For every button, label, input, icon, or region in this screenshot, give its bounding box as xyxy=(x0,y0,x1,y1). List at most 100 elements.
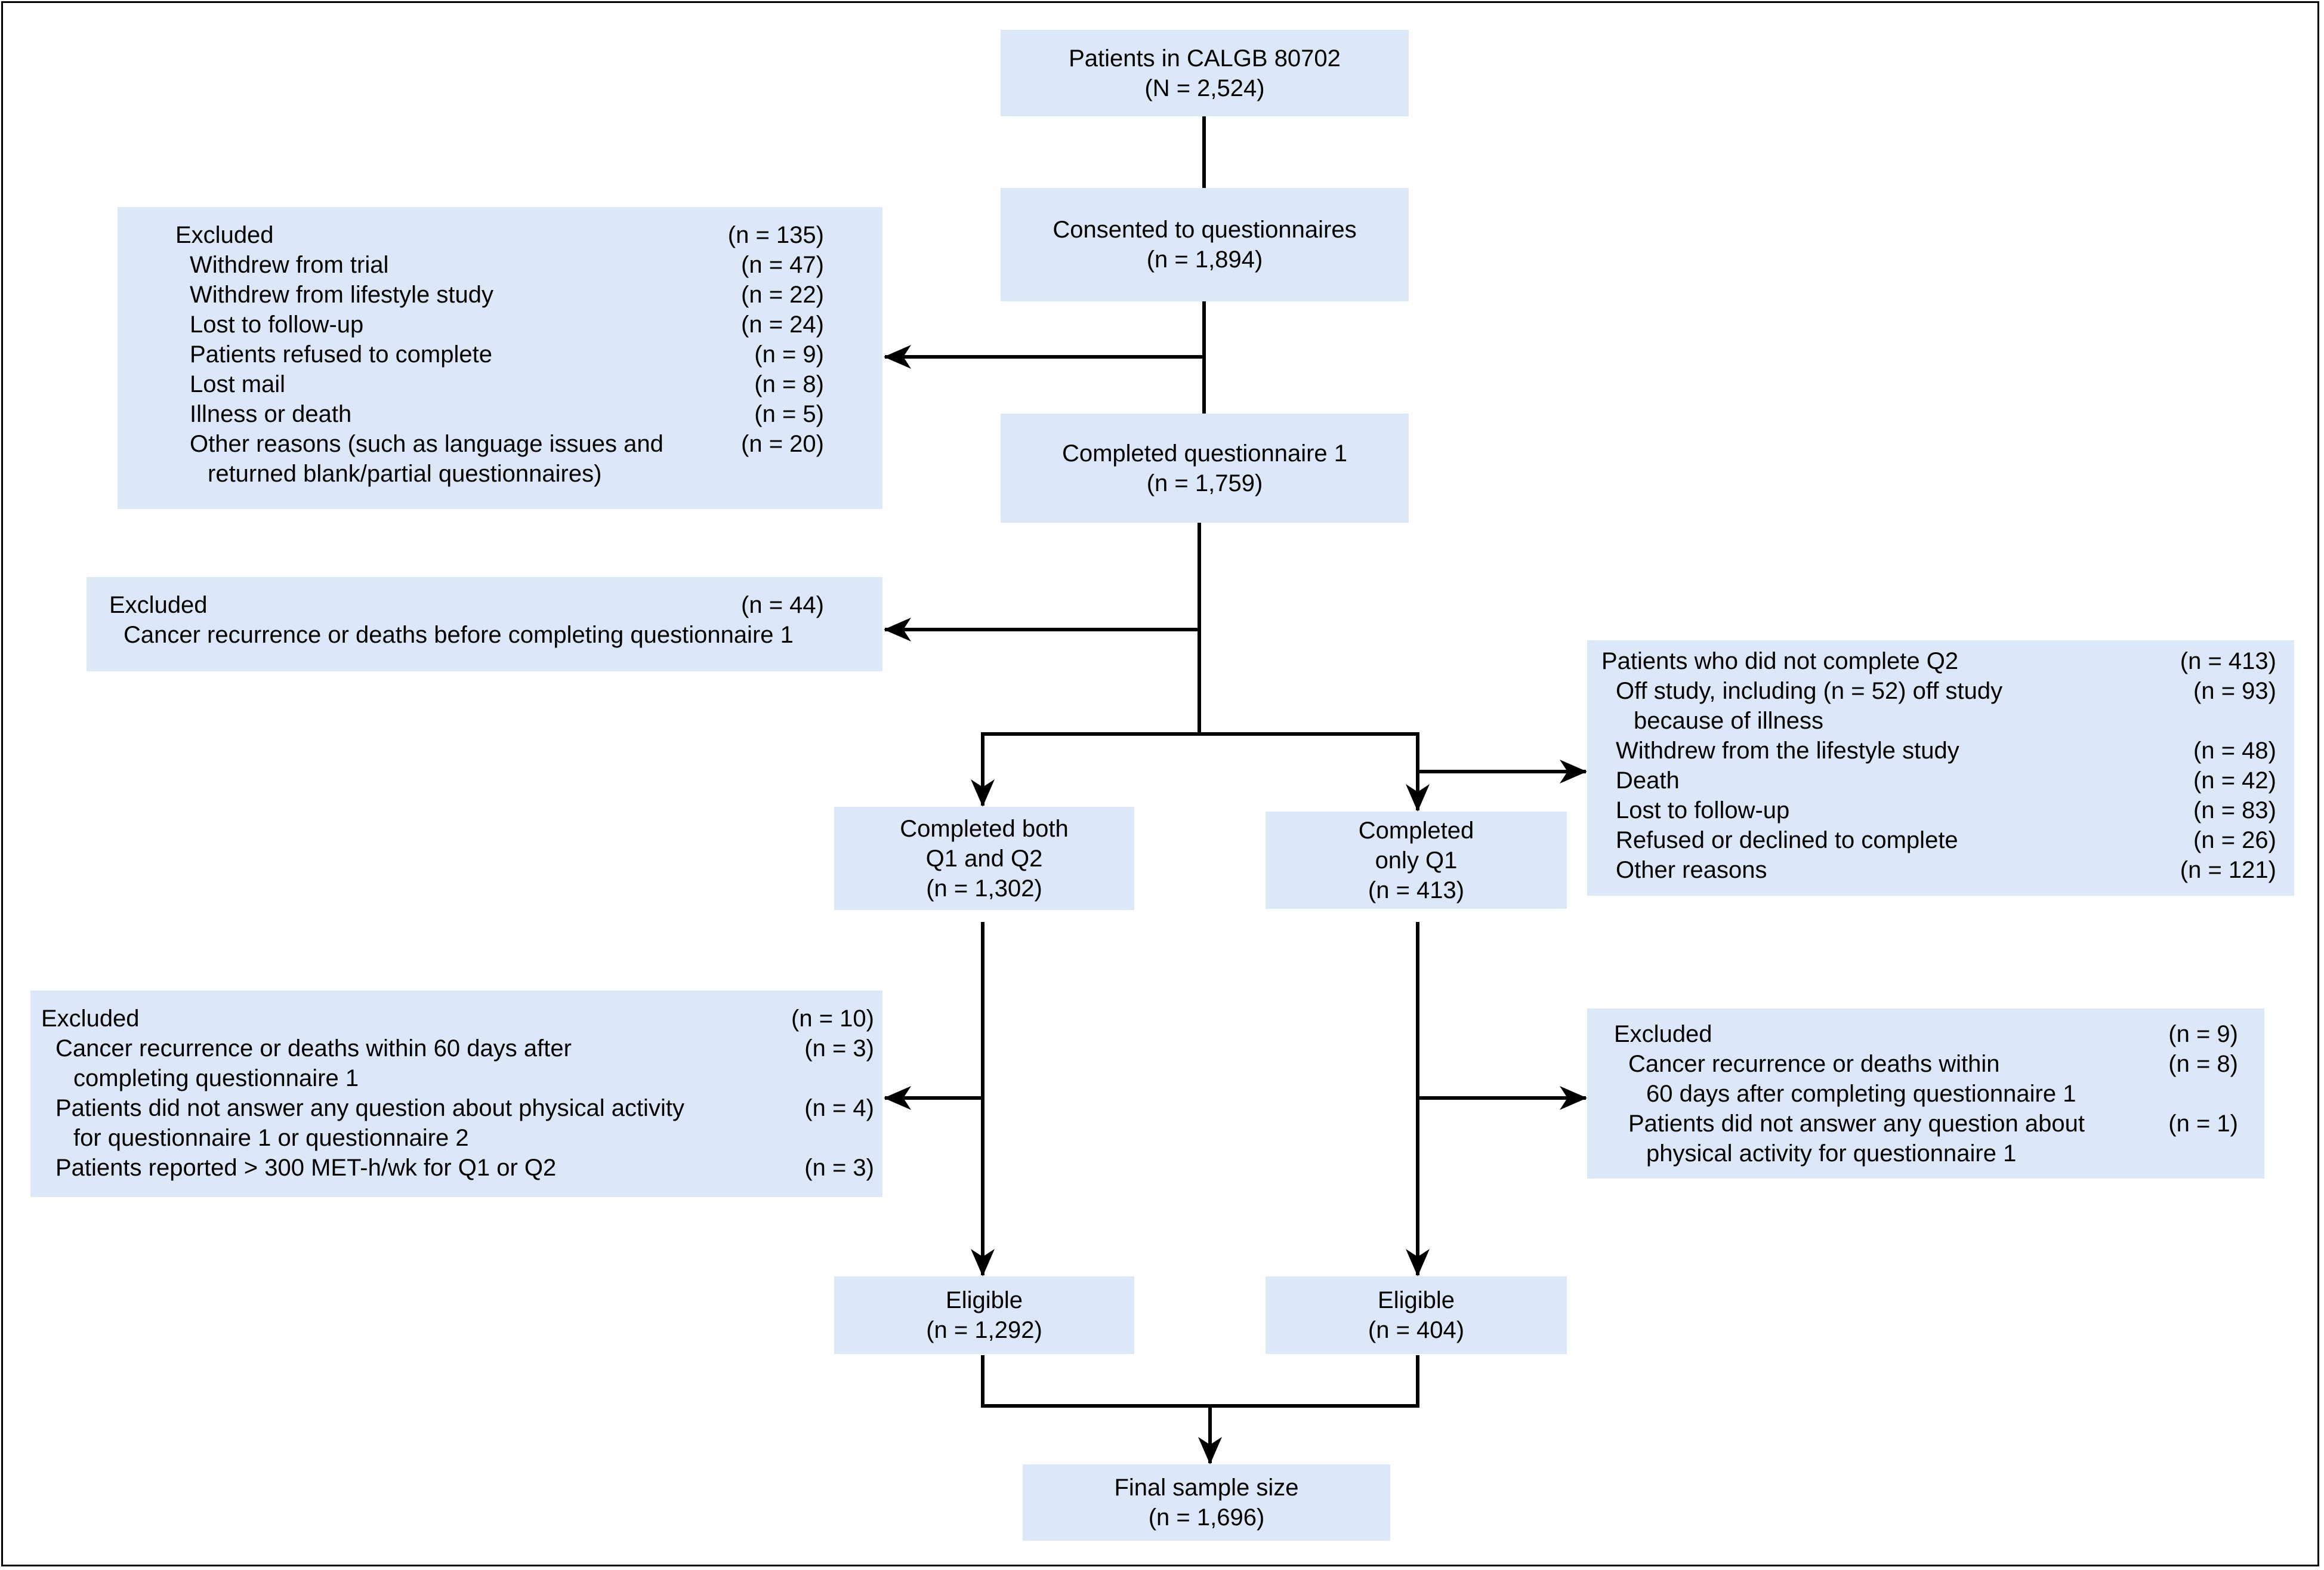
not-complete-q2-row-continuation: because of illness xyxy=(1601,706,2276,736)
eligible-left-box: Eligible (n = 1,292) xyxy=(834,1276,1134,1354)
excluded-left-header-label: Excluded xyxy=(41,1005,140,1032)
excluded-2-row-label: Cancer recurrence or deaths before compl… xyxy=(124,622,794,648)
excluded-right-header: Excluded (n = 9) xyxy=(1614,1019,2238,1049)
excluded-left-box: Excluded (n = 10) Cancer recurrence or d… xyxy=(30,991,882,1197)
excluded-1-row-label: Patients refused to complete xyxy=(190,341,492,368)
not-complete-q2-row-label: Lost to follow-up xyxy=(1616,797,1790,823)
excluded-left-row-label: Patients reported > 300 MET-h/wk for Q1 … xyxy=(55,1155,557,1181)
not-complete-q2-row: Refused or declined to complete (n = 26) xyxy=(1601,825,2276,855)
consented-box: Consented to questionnaires (n = 1,894) xyxy=(1001,188,1409,301)
excluded-left-row-continuation-label: for questionnaire 1 or questionnaire 2 xyxy=(73,1125,469,1151)
excluded-box-1: Excluded (n = 135) Withdrew from trial (… xyxy=(118,207,882,509)
not-complete-q2-row-count: (n = 26) xyxy=(2193,827,2276,853)
excluded-2-header: Excluded (n = 44) xyxy=(109,590,824,620)
excluded-right-header-count: (n = 9) xyxy=(2168,1021,2238,1047)
excluded-1-row-count: (n = 20) xyxy=(741,431,824,457)
excluded-left-row-continuation: for questionnaire 1 or questionnaire 2 xyxy=(41,1123,874,1153)
final-title: Final sample size xyxy=(1114,1475,1299,1501)
consented-title: Consented to questionnaires xyxy=(1053,217,1357,243)
final-count: (n = 1,696) xyxy=(1148,1504,1265,1531)
excluded-1-row: Withdrew from lifestyle study (n = 22) xyxy=(175,280,824,310)
excluded-right-row: Patients did not answer any question abo… xyxy=(1614,1109,2238,1139)
excluded-1-row-label: Illness or death xyxy=(190,401,352,427)
consented-count: (n = 1,894) xyxy=(1146,246,1263,273)
not-complete-q2-row-count: (n = 48) xyxy=(2193,738,2276,764)
enrolled-count: (N = 2,524) xyxy=(1144,75,1265,101)
excluded-1-row: Other reasons (such as language issues a… xyxy=(175,429,824,459)
excluded-1-row-count: (n = 9) xyxy=(754,341,824,368)
excluded-2-header-count: (n = 44) xyxy=(741,592,824,618)
not-complete-q2-header-label: Patients who did not complete Q2 xyxy=(1601,648,1959,674)
not-complete-q2-row-label: Off study, including (n = 52) off study xyxy=(1616,678,2003,704)
completed-both-line1: Completed both xyxy=(900,815,1069,842)
excluded-right-header-label: Excluded xyxy=(1614,1021,1712,1047)
excluded-right-row-count: (n = 1) xyxy=(2168,1111,2238,1137)
not-complete-q2-row-count: (n = 93) xyxy=(2193,678,2276,704)
only-q1-count: (n = 413) xyxy=(1368,877,1465,903)
excluded-right-row-continuation-label: physical activity for questionnaire 1 xyxy=(1646,1140,2017,1167)
completed-q1-title: Completed questionnaire 1 xyxy=(1061,440,1348,467)
excluded-right-row-label: Cancer recurrence or deaths within xyxy=(1628,1051,2000,1077)
not-complete-q2-row: Off study, including (n = 52) off study … xyxy=(1601,676,2276,706)
excluded-1-row-continuation-label: returned blank/partial questionnaires) xyxy=(208,461,602,487)
excluded-left-header: Excluded (n = 10) xyxy=(41,1004,874,1034)
completed-both-box: Completed both Q1 and Q2 (n = 1,302) xyxy=(834,807,1134,910)
final-sample-box: Final sample size (n = 1,696) xyxy=(1023,1464,1390,1541)
only-q1-line1: Completed xyxy=(1358,817,1474,844)
eligible-left-title: Eligible xyxy=(946,1287,1023,1313)
excluded-1-row: Patients refused to complete (n = 9) xyxy=(175,340,824,369)
not-complete-q2-row: Death (n = 42) xyxy=(1601,766,2276,795)
excluded-right-row-continuation-label: 60 days after completing questionnaire 1 xyxy=(1646,1081,2076,1107)
not-complete-q2-row-label: Death xyxy=(1616,767,1680,794)
excluded-right-row: Cancer recurrence or deaths within (n = … xyxy=(1614,1049,2238,1079)
excluded-1-row: Lost mail (n = 8) xyxy=(175,369,824,399)
excluded-1-row-count: (n = 22) xyxy=(741,282,824,308)
excluded-1-row: Lost to follow-up (n = 24) xyxy=(175,310,824,340)
excluded-left-row-continuation-label: completing questionnaire 1 xyxy=(73,1065,359,1091)
not-complete-q2-row-count: (n = 121) xyxy=(2180,857,2276,883)
excluded-1-header-label: Excluded xyxy=(175,222,274,248)
excluded-right-row-label: Patients did not answer any question abo… xyxy=(1628,1111,2085,1137)
enrolled-title: Patients in CALGB 80702 xyxy=(1069,45,1341,72)
only-q1-line2: only Q1 xyxy=(1375,847,1458,874)
excluded-left-row: Cancer recurrence or deaths within 60 da… xyxy=(41,1034,874,1063)
eligible-right-box: Eligible (n = 404) xyxy=(1266,1276,1567,1354)
excluded-1-row-count: (n = 5) xyxy=(754,401,824,427)
excluded-2-header-label: Excluded xyxy=(109,592,208,618)
completed-both-line2: Q1 and Q2 xyxy=(925,845,1043,872)
completed-only-q1-box: Completed only Q1 (n = 413) xyxy=(1266,812,1567,909)
excluded-1-row-label: Withdrew from lifestyle study xyxy=(190,282,494,308)
not-complete-q2-row-count: (n = 42) xyxy=(2193,767,2276,794)
excluded-1-row-label: Other reasons (such as language issues a… xyxy=(190,431,663,457)
not-complete-q2-header-count: (n = 413) xyxy=(2180,648,2276,674)
eligible-right-title: Eligible xyxy=(1378,1287,1455,1313)
not-complete-q2-row-continuation-label: because of illness xyxy=(1634,708,1823,734)
excluded-left-row-label: Patients did not answer any question abo… xyxy=(55,1095,684,1121)
eligible-right-count: (n = 404) xyxy=(1368,1317,1465,1343)
completed-q1-count: (n = 1,759) xyxy=(1146,470,1263,496)
not-complete-q2-box: Patients who did not complete Q2 (n = 41… xyxy=(1587,640,2294,896)
not-complete-q2-header: Patients who did not complete Q2 (n = 41… xyxy=(1601,646,2276,676)
excluded-1-header: Excluded (n = 135) xyxy=(175,220,824,250)
excluded-left-row: Patients reported > 300 MET-h/wk for Q1 … xyxy=(41,1153,874,1183)
excluded-right-row-continuation: physical activity for questionnaire 1 xyxy=(1614,1139,2238,1168)
enrolled-box: Patients in CALGB 80702 (N = 2,524) xyxy=(1001,30,1409,116)
excluded-box-2: Excluded (n = 44) Cancer recurrence or d… xyxy=(87,577,882,671)
excluded-right-row-continuation: 60 days after completing questionnaire 1 xyxy=(1614,1079,2238,1109)
excluded-left-row-count: (n = 4) xyxy=(804,1095,874,1121)
not-complete-q2-row: Lost to follow-up (n = 83) xyxy=(1601,795,2276,825)
not-complete-q2-row-count: (n = 83) xyxy=(2193,797,2276,823)
excluded-left-header-count: (n = 10) xyxy=(791,1005,874,1032)
excluded-2-row: Cancer recurrence or deaths before compl… xyxy=(109,620,824,650)
excluded-left-row-continuation: completing questionnaire 1 xyxy=(41,1063,874,1093)
not-complete-q2-row-label: Refused or declined to complete xyxy=(1616,827,1958,853)
excluded-1-row: Illness or death (n = 5) xyxy=(175,399,824,429)
excluded-right-row-count: (n = 8) xyxy=(2168,1051,2238,1077)
excluded-1-row-label: Lost mail xyxy=(190,371,286,397)
excluded-left-row: Patients did not answer any question abo… xyxy=(41,1093,874,1123)
excluded-left-row-count: (n = 3) xyxy=(804,1155,874,1181)
excluded-1-row-count: (n = 47) xyxy=(741,252,824,278)
excluded-1-row-continuation: returned blank/partial questionnaires) xyxy=(175,459,824,489)
excluded-1-row-label: Lost to follow-up xyxy=(190,311,364,338)
